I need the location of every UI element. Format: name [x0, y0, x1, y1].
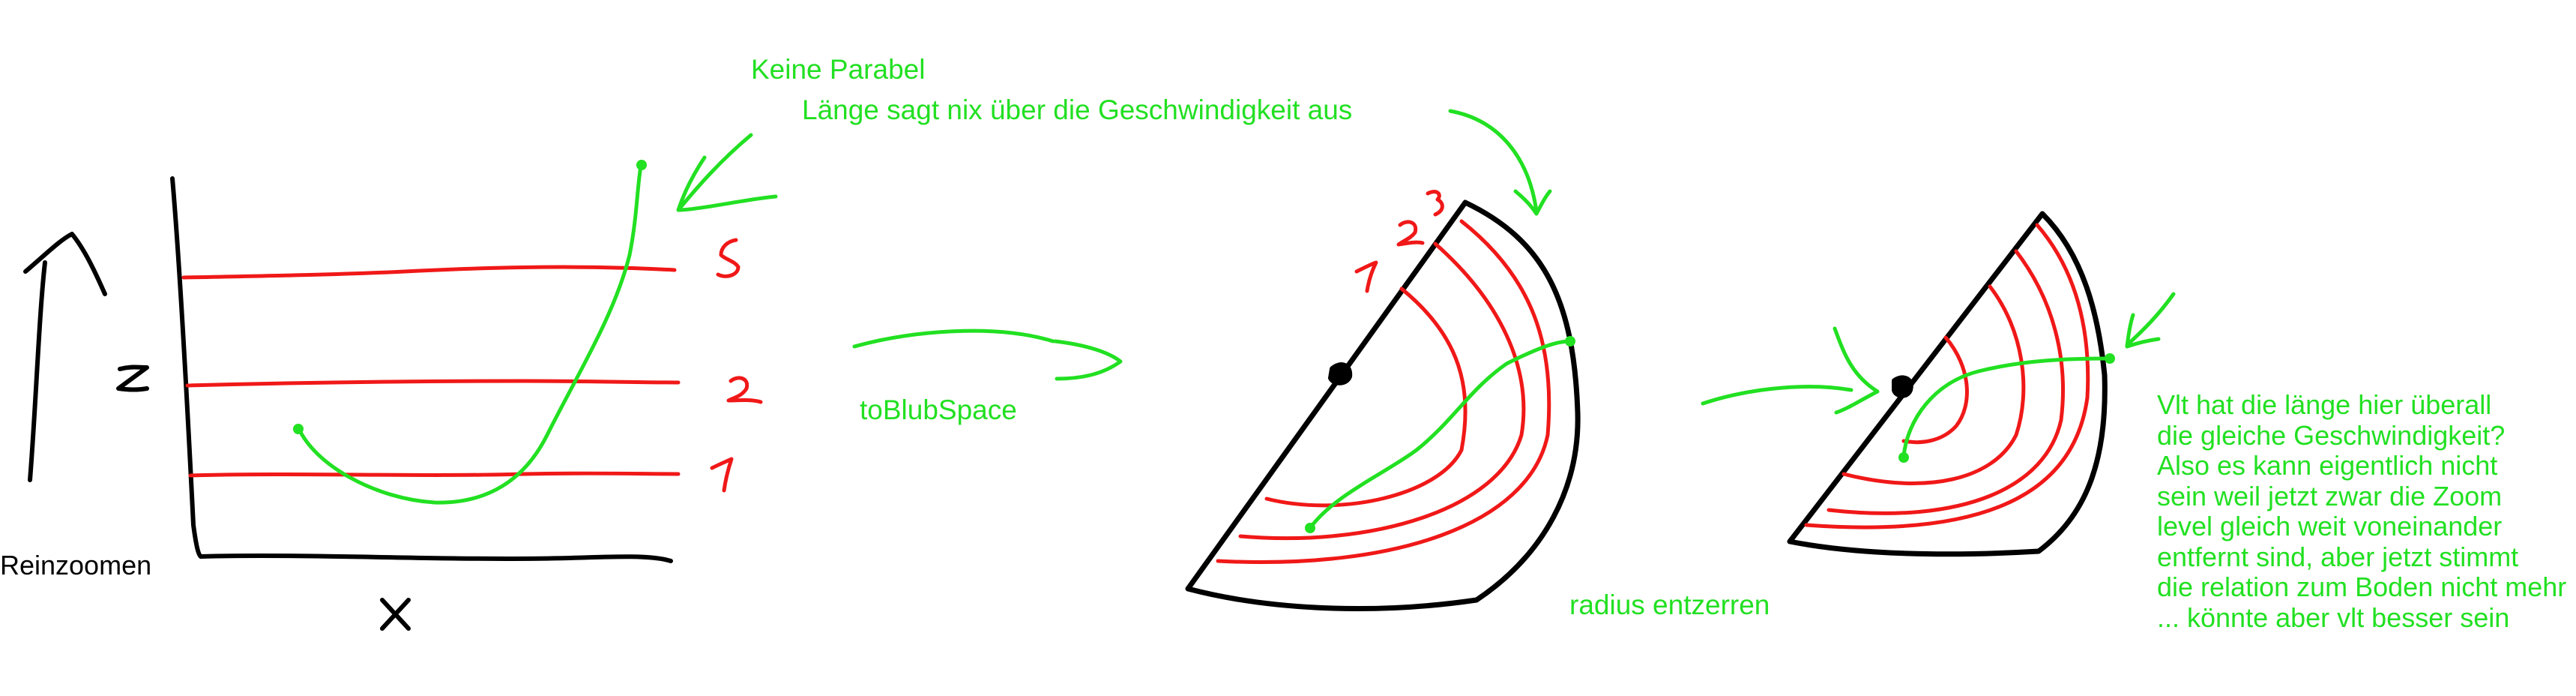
corrected-arc-3 — [1827, 249, 2065, 515]
trajectory-start-dot — [293, 424, 304, 434]
blub-arc-1 — [1264, 286, 1468, 508]
to-blub-space-arrow — [852, 328, 1123, 381]
corrected-origin-blob — [1892, 375, 1913, 398]
axis-x-glyph — [380, 598, 411, 631]
zoom-trajectory — [296, 164, 643, 505]
keine-parabel-arrow — [676, 133, 778, 212]
blub-trajectory — [1308, 339, 1572, 530]
corrected-arc-4 — [1804, 223, 2090, 530]
x-axis — [199, 554, 673, 563]
zoom-level-line-1 — [188, 471, 681, 478]
reinzoomen-label: Reinzoomen — [0, 550, 152, 580]
laenge-arrow — [1448, 109, 1552, 216]
note-line: ... könnte aber vlt besser sein — [2157, 602, 2510, 633]
note-arrow — [2125, 292, 2176, 349]
reinzoomen-arrow — [23, 232, 107, 482]
radius-entzerren-arrow — [1701, 326, 1880, 415]
note-line: Vlt hat die länge hier überall — [2157, 390, 2492, 420]
note-block: Vlt hat die länge hier überall die gleic… — [2157, 390, 2576, 633]
blub-level-1-numeral — [1354, 260, 1378, 293]
corrected-trajectory-end-dot — [2105, 353, 2115, 364]
note-line: die gleiche Geschwindigkeit? — [2157, 419, 2506, 451]
keine-parabel-label: Keine Parabel — [751, 54, 926, 85]
blub-arc-3 — [1216, 219, 1551, 565]
level-1-numeral — [710, 457, 734, 493]
corrected-arc-1 — [1901, 335, 1969, 445]
blub-trajectory-start-dot — [1305, 523, 1315, 533]
laenge-label: Länge sagt nix über die Geschwindigkeit … — [802, 94, 1353, 125]
corrected-trajectory-start-dot — [1898, 452, 1909, 463]
blub-trajectory-end-dot — [1565, 336, 1575, 346]
note-line: Also es kann eigentlich nicht — [2157, 450, 2498, 481]
note-line: sein weil jetzt zwar die Zoom — [2157, 480, 2503, 512]
radius-entzerren-label: radius entzerren — [1569, 590, 1770, 620]
note-line: die relation zum Boden nicht mehr — [2157, 572, 2567, 602]
blub-origin-blob — [1328, 362, 1353, 386]
zoom-level-line-2 — [185, 379, 681, 388]
level-3-numeral — [716, 238, 740, 278]
blub-level-2-numeral — [1396, 220, 1425, 247]
blub-outline — [1185, 200, 1581, 612]
corrected-trajectory — [1901, 356, 2112, 458]
trajectory-end-dot — [636, 160, 647, 170]
blub-arc-2 — [1238, 242, 1526, 541]
corrected-outline — [1787, 211, 2108, 557]
zoom-level-line-3 — [181, 265, 677, 280]
corrected-arc-2 — [1841, 284, 2026, 485]
level-2-numeral — [726, 376, 763, 404]
corrected-blub-diagram — [1787, 211, 2176, 557]
blub-space-diagram — [1185, 190, 1581, 612]
axis-z-glyph — [116, 364, 149, 392]
note-line: entfernt sind, aber jetzt stimmt — [2157, 541, 2519, 572]
zoom-axes-diagram — [23, 133, 778, 631]
note-line: level gleich weit voneinander — [2157, 511, 2503, 542]
y-axis — [170, 176, 203, 559]
blub-level-3-numeral — [1426, 190, 1444, 217]
to-blub-space-label: toBlubSpace — [860, 394, 1017, 425]
